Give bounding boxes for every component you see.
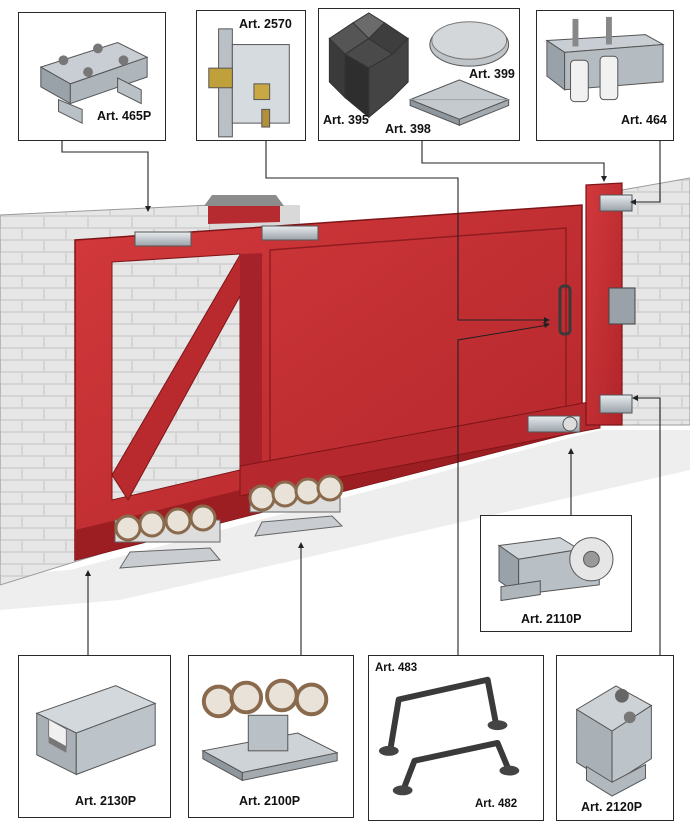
carriage-right xyxy=(248,474,344,537)
callout-465p: Art. 465P xyxy=(18,12,166,141)
label-464: Art. 464 xyxy=(621,113,667,127)
gate-lower-beam xyxy=(239,399,601,497)
pillar-cap xyxy=(204,195,284,206)
handles-illustration xyxy=(378,676,520,796)
lock-illustration xyxy=(208,28,290,138)
callout-2570: Art. 2570 xyxy=(196,10,306,141)
label-399: Art. 399 xyxy=(469,67,515,81)
callout-464: Art. 464 xyxy=(536,10,674,141)
label-2120p: Art. 2120P xyxy=(581,800,643,814)
top-guide-bracket-illustration xyxy=(39,42,149,125)
ground-track-illustration xyxy=(35,685,157,776)
gate-mid-post xyxy=(240,253,262,472)
label-483: Art. 483 xyxy=(375,662,418,674)
wall-pillar xyxy=(208,205,280,224)
callout-handles: Art. 483 Art. 482 xyxy=(368,655,544,821)
label-2100p: Art. 2100P xyxy=(239,794,301,808)
ground xyxy=(0,430,690,610)
callout-caps: Art. 399 Art. 395 Art. 398 xyxy=(318,8,520,141)
label-398: Art. 398 xyxy=(385,122,431,136)
label-395: Art. 395 xyxy=(323,113,369,127)
top-guide-left xyxy=(134,231,192,247)
label-465p: Art. 465P xyxy=(97,109,152,123)
end-catch-illustration xyxy=(575,685,653,797)
gate-handle xyxy=(558,284,572,336)
label-2110p: Art. 2110P xyxy=(521,612,582,626)
callout-2100p: Art. 2100P xyxy=(188,655,354,818)
carriage-illustration xyxy=(201,678,339,782)
connector-lines xyxy=(61,141,661,655)
top-guide-right xyxy=(261,225,319,241)
end-roller-illustration xyxy=(497,537,614,602)
callout-2120p: Art. 2120P xyxy=(556,655,674,821)
callout-2110p: Art. 2110P xyxy=(480,515,632,632)
label-2570: Art. 2570 xyxy=(239,17,292,31)
label-2130p: Art. 2130P xyxy=(75,794,137,808)
carriage-left xyxy=(114,504,222,569)
roller-guide-illustration xyxy=(545,16,665,103)
label-482: Art. 482 xyxy=(475,798,518,810)
receiving-post xyxy=(585,182,623,426)
post-caps-illustration xyxy=(328,12,510,126)
callout-2130p: Art. 2130P xyxy=(18,655,171,818)
